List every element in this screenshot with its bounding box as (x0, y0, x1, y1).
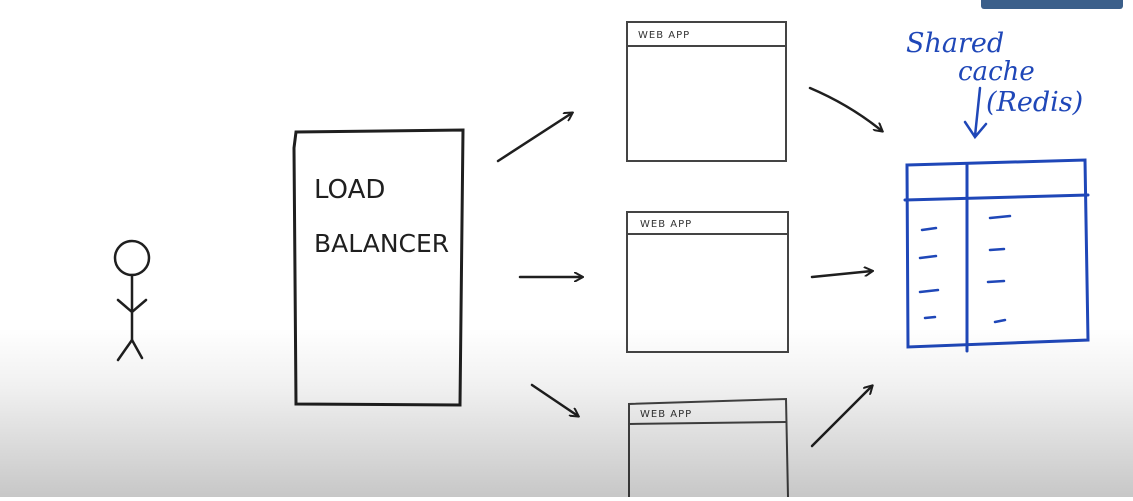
web-app-box-2: WEB APP (626, 211, 789, 353)
cache-note-line1: Shared (906, 28, 1004, 59)
load-balancer-label-line1: LOAD (314, 175, 385, 205)
down-arrow-icon (963, 86, 988, 140)
cache-note-line3: (Redis) (986, 87, 1083, 118)
load-balancer-box: LOAD BALANCER (292, 128, 465, 407)
corner-tab (981, 0, 1123, 9)
lb-to-app-arrows (496, 113, 582, 416)
web-app-title-1: WEB APP (638, 30, 690, 41)
app-to-cache-arrows (808, 86, 882, 448)
load-balancer-label-line2: BALANCER (314, 229, 449, 258)
web-app-box-1: WEB APP (626, 21, 787, 162)
web-app-title-2: WEB APP (640, 219, 692, 230)
web-app-box-3: WEB APP (628, 397, 789, 498)
cache-annotation: Shared cache (Redis) (906, 28, 1083, 140)
web-app-title-3: WEB APP (640, 409, 692, 420)
cache-note-line2: cache (958, 57, 1035, 87)
redis-cache-table (903, 158, 1090, 353)
user-figure (113, 239, 151, 362)
